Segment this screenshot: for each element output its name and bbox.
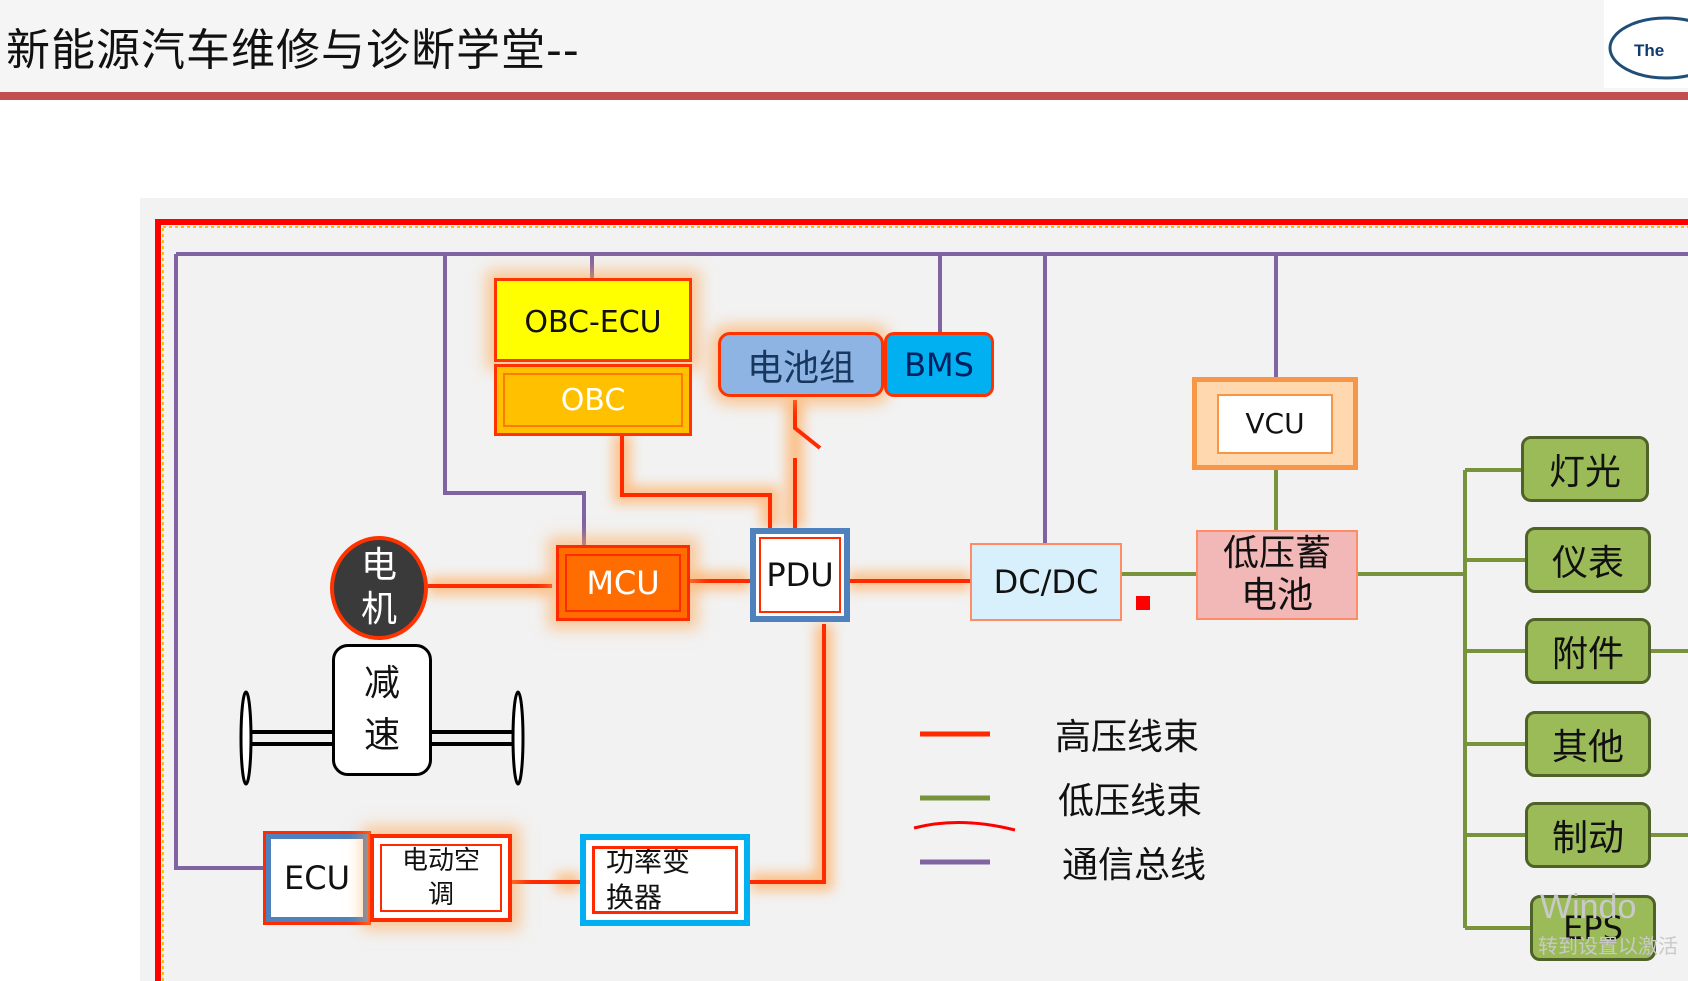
load-brake-box: 制动 bbox=[1525, 802, 1651, 868]
communication-bus bbox=[174, 252, 1688, 870]
mcu-box: MCU bbox=[556, 545, 690, 621]
low-voltage-harness bbox=[1121, 468, 1688, 930]
legend-communication-label: 通信总线 bbox=[1062, 845, 1207, 886]
electric-ac-box: 电动空调 bbox=[370, 834, 512, 922]
drive-axle bbox=[239, 690, 525, 786]
legend-swatches bbox=[904, 726, 1016, 865]
pdu-box: PDU bbox=[750, 528, 850, 622]
battery-pack-box: 电池组 bbox=[718, 332, 884, 397]
logo-text: The bbox=[1634, 41, 1665, 60]
power-converter-box: 功率变换器 bbox=[580, 834, 750, 926]
diagram-frame bbox=[155, 219, 1688, 981]
load-instruments-box: 仪表 bbox=[1525, 527, 1651, 593]
motor-circle: 电机 bbox=[330, 536, 428, 640]
reducer-box: 减速 bbox=[332, 644, 432, 776]
obc-box: OBC bbox=[494, 364, 692, 436]
logo: The bbox=[1604, 0, 1688, 88]
vcu-inner: VCU bbox=[1217, 393, 1333, 454]
load-others-box: 其他 bbox=[1525, 711, 1651, 777]
lv-battery-box: 低压蓄电池 bbox=[1196, 530, 1358, 620]
activation-watermark-title: Windo bbox=[1540, 888, 1637, 926]
page-title: 新能源汽车维修与诊断学堂-- bbox=[6, 25, 580, 76]
activation-watermark-subtitle: 转到设置以激活 bbox=[1538, 936, 1678, 958]
legend-low-voltage-label: 低压线束 bbox=[1058, 781, 1203, 822]
header-bar: 新能源汽车维修与诊断学堂-- The bbox=[0, 0, 1688, 92]
header-divider bbox=[0, 92, 1688, 100]
bms-box: BMS bbox=[884, 332, 994, 397]
diagram-frame-inner bbox=[162, 226, 1688, 981]
dcdc-box: DC/DC bbox=[970, 543, 1122, 621]
high-voltage-harness bbox=[428, 400, 970, 884]
obc-ecu-box: OBC-ECU bbox=[494, 278, 692, 362]
load-eps-box: EPS bbox=[1530, 895, 1656, 961]
load-accessories-box: 附件 bbox=[1525, 618, 1651, 684]
red-marker bbox=[1136, 596, 1150, 610]
legend-high-voltage-label: 高压线束 bbox=[1055, 717, 1200, 758]
logo-ellipse-icon bbox=[1608, 16, 1688, 80]
vcu-box: VCU bbox=[1192, 377, 1358, 470]
load-lights-box: 灯光 bbox=[1521, 436, 1649, 502]
ecu-box: ECU bbox=[263, 831, 371, 925]
